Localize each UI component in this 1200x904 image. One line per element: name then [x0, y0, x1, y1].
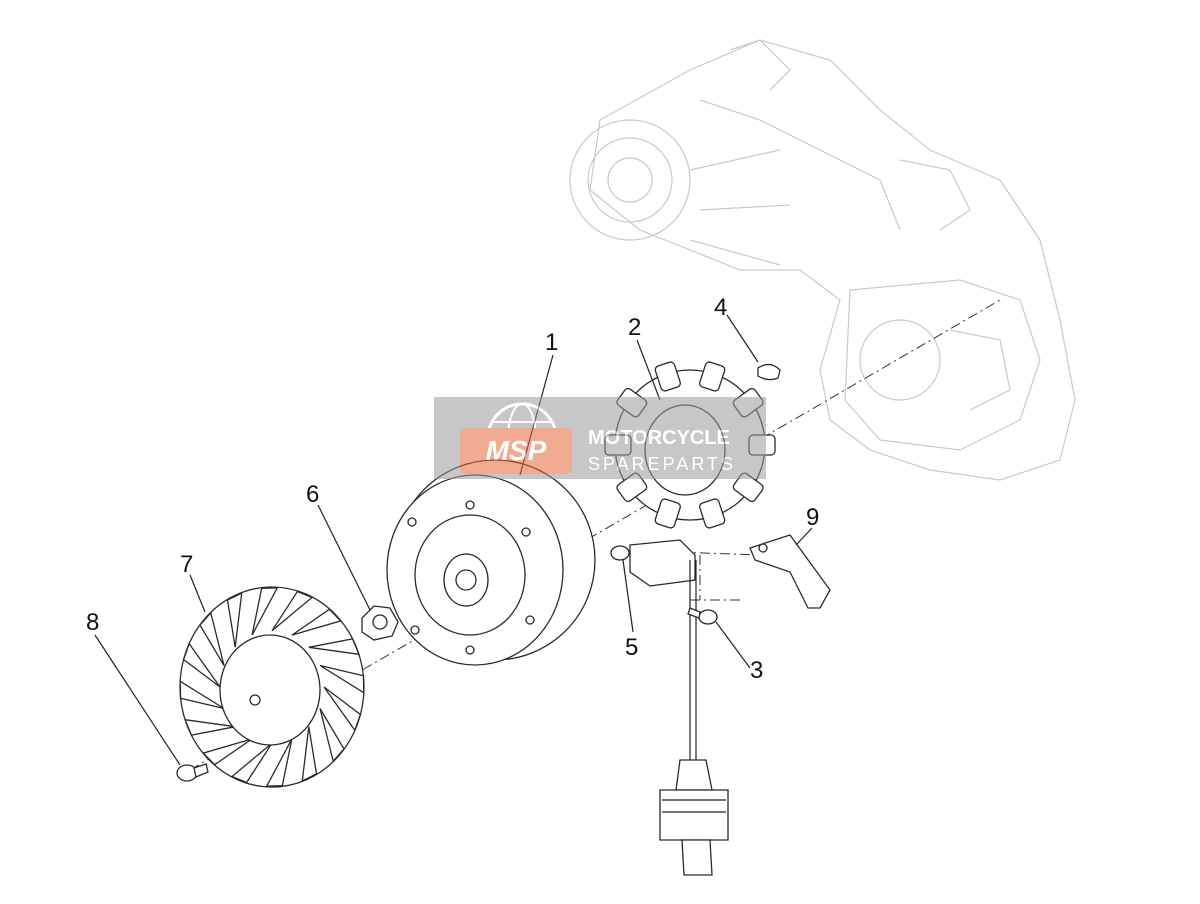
flywheel-rotor	[386, 459, 596, 666]
fan-blade	[182, 642, 221, 688]
callout-8: 8	[86, 609, 99, 636]
stator-pole	[699, 498, 726, 529]
fan-blade	[202, 738, 253, 766]
key-4	[757, 363, 781, 381]
fan-blade	[301, 726, 318, 782]
bracket-9	[749, 534, 831, 609]
watermark: MSP MOTORCYCLE SPAREPARTS	[434, 397, 766, 479]
fan-blade	[291, 608, 342, 636]
crankcase-ghost	[569, 39, 1076, 481]
watermark-line2: SPAREPARTS	[588, 454, 736, 474]
callout-1: 1	[545, 329, 558, 356]
fan-blade	[265, 738, 293, 787]
fan-blade	[230, 742, 273, 784]
callout-5: 5	[625, 634, 638, 661]
fan-blade	[184, 718, 236, 736]
stator-pole	[654, 498, 681, 529]
watermark-line1: MOTORCYCLE	[588, 427, 730, 449]
fan-blade	[179, 680, 225, 710]
callout-3: 3	[750, 657, 763, 684]
pickup-coil-and-cable	[629, 539, 729, 876]
fan-blade	[199, 611, 225, 666]
fan-blade	[271, 590, 314, 632]
stator-pole	[732, 472, 764, 503]
fan-blade	[251, 587, 279, 636]
watermark-logo-text: MSP	[486, 435, 547, 466]
fan-blade	[319, 664, 365, 694]
callout-2: 2	[628, 314, 641, 341]
callout-4: 4	[714, 294, 727, 321]
fan-blade	[308, 638, 360, 656]
stator-pole	[616, 472, 648, 503]
screw-3	[687, 607, 718, 625]
fan-blade	[323, 686, 362, 732]
watermark-badge	[460, 428, 572, 474]
fan-blade	[226, 592, 243, 648]
screw-8	[176, 763, 209, 782]
cooling-fan	[179, 586, 365, 788]
callout-6: 6	[306, 481, 319, 508]
screw-5	[610, 545, 630, 561]
fan-blade	[319, 708, 345, 763]
stator-pole	[699, 361, 726, 392]
callout-7: 7	[180, 551, 193, 578]
callout-labels: 1 2 3 4 5 6 7 8 9	[86, 294, 819, 684]
nut-6	[361, 605, 399, 641]
stator-pole	[654, 361, 681, 392]
callout-9: 9	[806, 504, 819, 531]
